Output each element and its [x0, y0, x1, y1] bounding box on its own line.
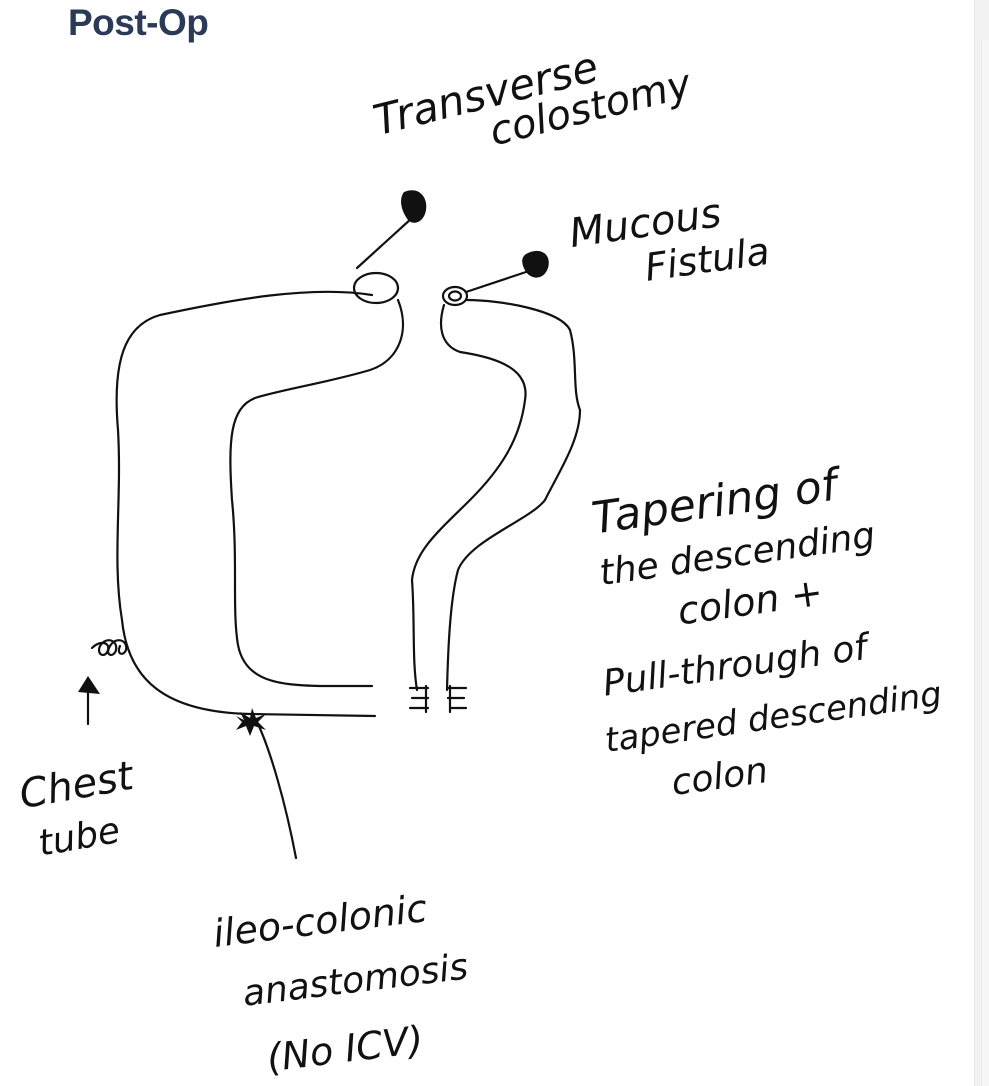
label-text: colon	[669, 750, 770, 804]
colon-outline	[117, 273, 580, 716]
pointer-anastomosis	[236, 708, 296, 858]
label-chest-tube: Chest tube	[16, 753, 146, 867]
pointer-mucous-fistula	[466, 251, 549, 292]
label-mucous-fistula: Mucous Fistula	[567, 184, 773, 299]
label-text: Chest	[16, 753, 138, 818]
label-anastomosis: ileo-colonic anastomosis (No ICV)	[211, 882, 479, 1085]
label-text: ileo-colonic	[211, 886, 430, 956]
label-text: tube	[35, 810, 123, 865]
label-tapering: Tapering of the descending colon + Pull-…	[571, 449, 952, 812]
scrollbar-edge	[974, 0, 989, 1086]
label-text: anastomosis	[241, 946, 471, 1014]
pointer-chest-tube	[78, 640, 126, 724]
pointer-transverse-colostomy	[357, 190, 426, 268]
label-text: (No ICV)	[264, 1017, 425, 1080]
label-transverse-colostomy: Transverse colostomy	[368, 21, 697, 182]
